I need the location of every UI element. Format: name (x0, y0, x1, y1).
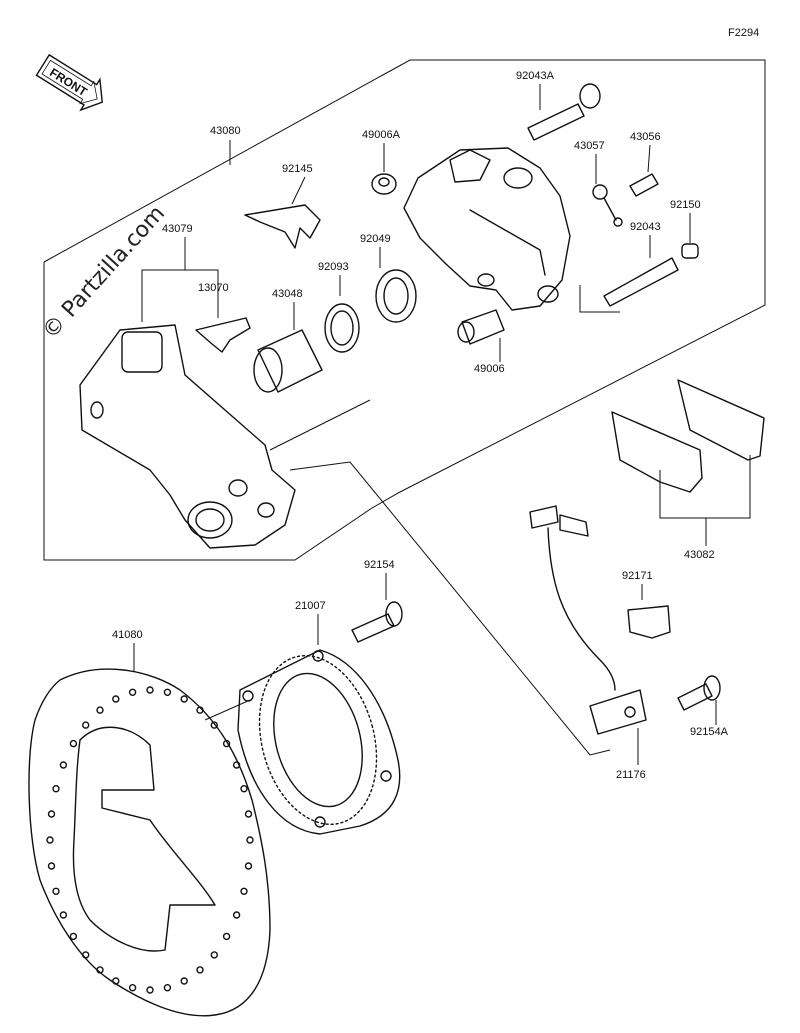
disc-vent-hole (196, 706, 204, 714)
bleeder-43056 (629, 173, 659, 197)
spring-13070 (195, 317, 251, 353)
disc-vent-hole (246, 836, 254, 844)
brake-pad-set (611, 379, 765, 493)
label-92049: 92049 (360, 233, 391, 245)
disc-vent-hole (146, 686, 154, 694)
caliper-body (403, 147, 571, 311)
disc-vent-hole (222, 739, 231, 748)
caliper-bracket (79, 324, 296, 549)
boot-49006 (457, 309, 505, 345)
caliper-assembly-outline (43, 59, 766, 561)
bolt-92154 (351, 601, 403, 643)
label-21176: 21176 (616, 769, 646, 781)
disc-vent-hole (128, 688, 137, 696)
pin-92043A (527, 83, 601, 141)
abs-sensor-21176 (529, 505, 647, 735)
disc-vent-hole (240, 785, 248, 793)
disc-vent-hole (128, 984, 137, 992)
disc-vent-hole (52, 887, 60, 895)
disc-vent-hole (244, 862, 253, 870)
disc-vent-hole (96, 706, 104, 714)
disc-vent-hole (47, 810, 56, 818)
disc-vent-hole (210, 721, 219, 729)
label-92171: 92171 (622, 570, 653, 582)
disc-vent-hole (52, 785, 60, 793)
spring-92145 (244, 204, 321, 249)
watermark: © Partzilla.com (38, 201, 170, 344)
disc-vent-hole (180, 977, 188, 985)
seal-92093 (324, 303, 360, 353)
disc-vent-hole (81, 951, 90, 959)
pin-92043 (603, 257, 679, 307)
disc-vent-hole (232, 911, 241, 919)
label-43056: 43056 (630, 131, 661, 143)
brake-disc-41080 (28, 668, 271, 1017)
bolt-92154A (677, 675, 721, 711)
label-92154: 92154 (364, 559, 395, 571)
label-43057: 43057 (574, 140, 605, 152)
disc-vent-hole (96, 966, 104, 974)
label-92043: 92043 (630, 221, 661, 233)
disc-vent-hole (112, 695, 120, 703)
disc-vent-hole (112, 977, 120, 985)
clamp-92171 (627, 605, 671, 639)
label-41080: 41080 (112, 629, 143, 641)
disc-vent-hole (69, 932, 78, 941)
disc-vent-hole (232, 761, 241, 769)
disc-vent-hole (196, 966, 204, 974)
boot-92150 (681, 243, 699, 259)
label-43048: 43048 (272, 288, 303, 300)
disc-vent-hole (59, 911, 68, 919)
disc-vent-hole (46, 836, 54, 844)
label-43079: 43079 (162, 223, 193, 235)
boot-49006A (371, 173, 397, 195)
disc-vent-hole (244, 810, 253, 818)
seal-92049 (375, 269, 417, 323)
disc-vent-hole (180, 695, 188, 703)
disc-vent-hole (163, 984, 172, 992)
disc-vent-hole (59, 761, 68, 769)
label-92145: 92145 (282, 163, 313, 175)
label-92154A: 92154A (690, 726, 729, 738)
label-13070: 13070 (198, 282, 229, 294)
disc-vent-hole (240, 887, 248, 895)
front-arrow-icon: FRONT (35, 53, 103, 112)
leader-lines (133, 84, 751, 765)
label-43082: 43082 (684, 549, 715, 561)
piston-43048 (253, 329, 323, 393)
disc-vent-hole (210, 951, 219, 959)
disc-vent-hole (222, 932, 231, 941)
disc-vent-hole (69, 739, 78, 748)
disc-vent-hole (163, 688, 172, 696)
label-43080: 43080 (210, 125, 241, 137)
label-49006A: 49006A (362, 129, 401, 141)
label-21007: 21007 (295, 600, 326, 612)
label-49006: 49006 (474, 363, 505, 375)
label-92150: 92150 (670, 199, 701, 211)
label-92093: 92093 (318, 261, 349, 273)
label-92043A: 92043A (516, 70, 555, 82)
cap-43057 (592, 184, 623, 227)
disc-vent-hole (146, 986, 154, 994)
figure-code: F2294 (728, 27, 759, 39)
abs-rotor-21007 (237, 649, 401, 835)
disc-vent-hole (81, 721, 90, 729)
disc-vent-hole (47, 862, 56, 870)
